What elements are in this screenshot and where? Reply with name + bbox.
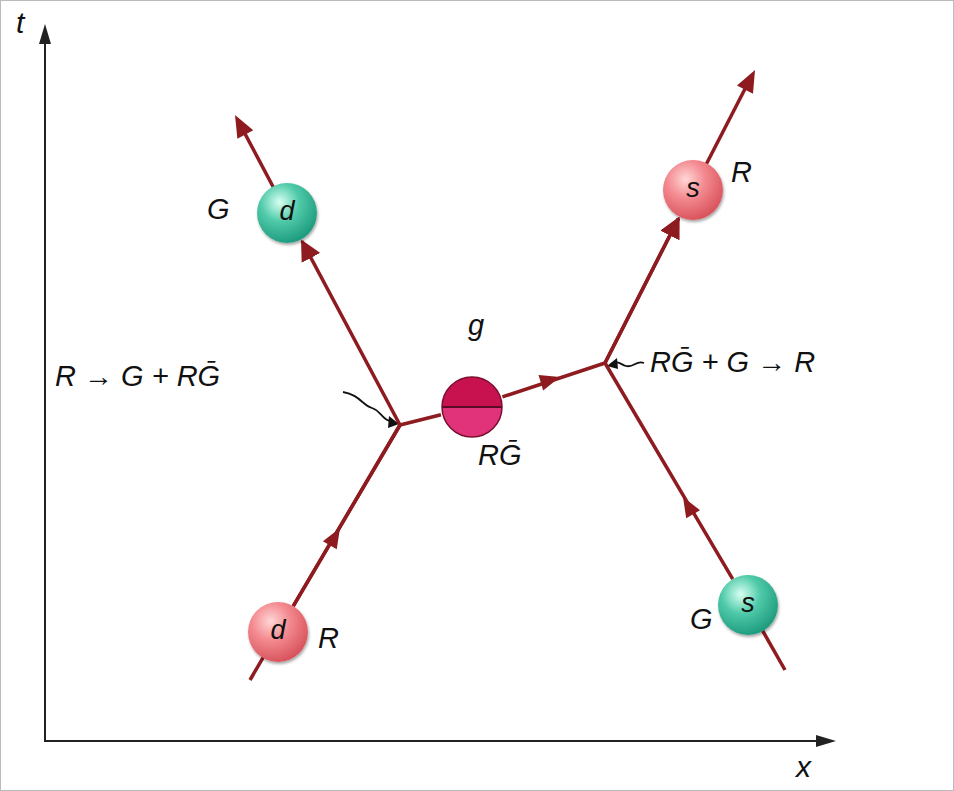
quark-flavor: s — [686, 175, 700, 202]
axis-arrowhead — [39, 24, 51, 44]
axis-label: x — [796, 752, 811, 782]
axis-arrowhead — [816, 735, 836, 747]
quark-circle: sG — [718, 575, 778, 635]
color-exchange-note: R → G + RḠ — [55, 362, 220, 391]
particle-line — [293, 415, 441, 606]
particle-line — [605, 219, 733, 580]
space-axis — [44, 740, 818, 742]
quark-flavor: d — [270, 617, 285, 644]
axis-label: t — [16, 8, 24, 38]
quark-circle: dG — [257, 183, 317, 243]
leader-line — [343, 392, 396, 423]
particle-line — [293, 241, 400, 606]
quark-circle: sR — [663, 160, 723, 220]
time-axis — [44, 40, 46, 742]
gluon-circle: gRḠ — [440, 375, 504, 439]
arrowhead — [227, 111, 253, 139]
color-charge: RḠ — [478, 441, 522, 470]
gluon-symbol — [440, 375, 504, 439]
color-charge: G — [207, 195, 230, 224]
quark-flavor: s — [741, 590, 755, 617]
quark-flavor: d — [279, 198, 294, 225]
color-charge: R — [731, 158, 752, 187]
color-charge: G — [690, 605, 713, 634]
color-charge: R — [318, 624, 339, 653]
gluon-name: g — [468, 311, 484, 340]
arrowhead — [737, 66, 763, 94]
color-exchange-note: RḠ + G → R — [650, 348, 815, 377]
quark-circle: dR — [248, 602, 308, 662]
